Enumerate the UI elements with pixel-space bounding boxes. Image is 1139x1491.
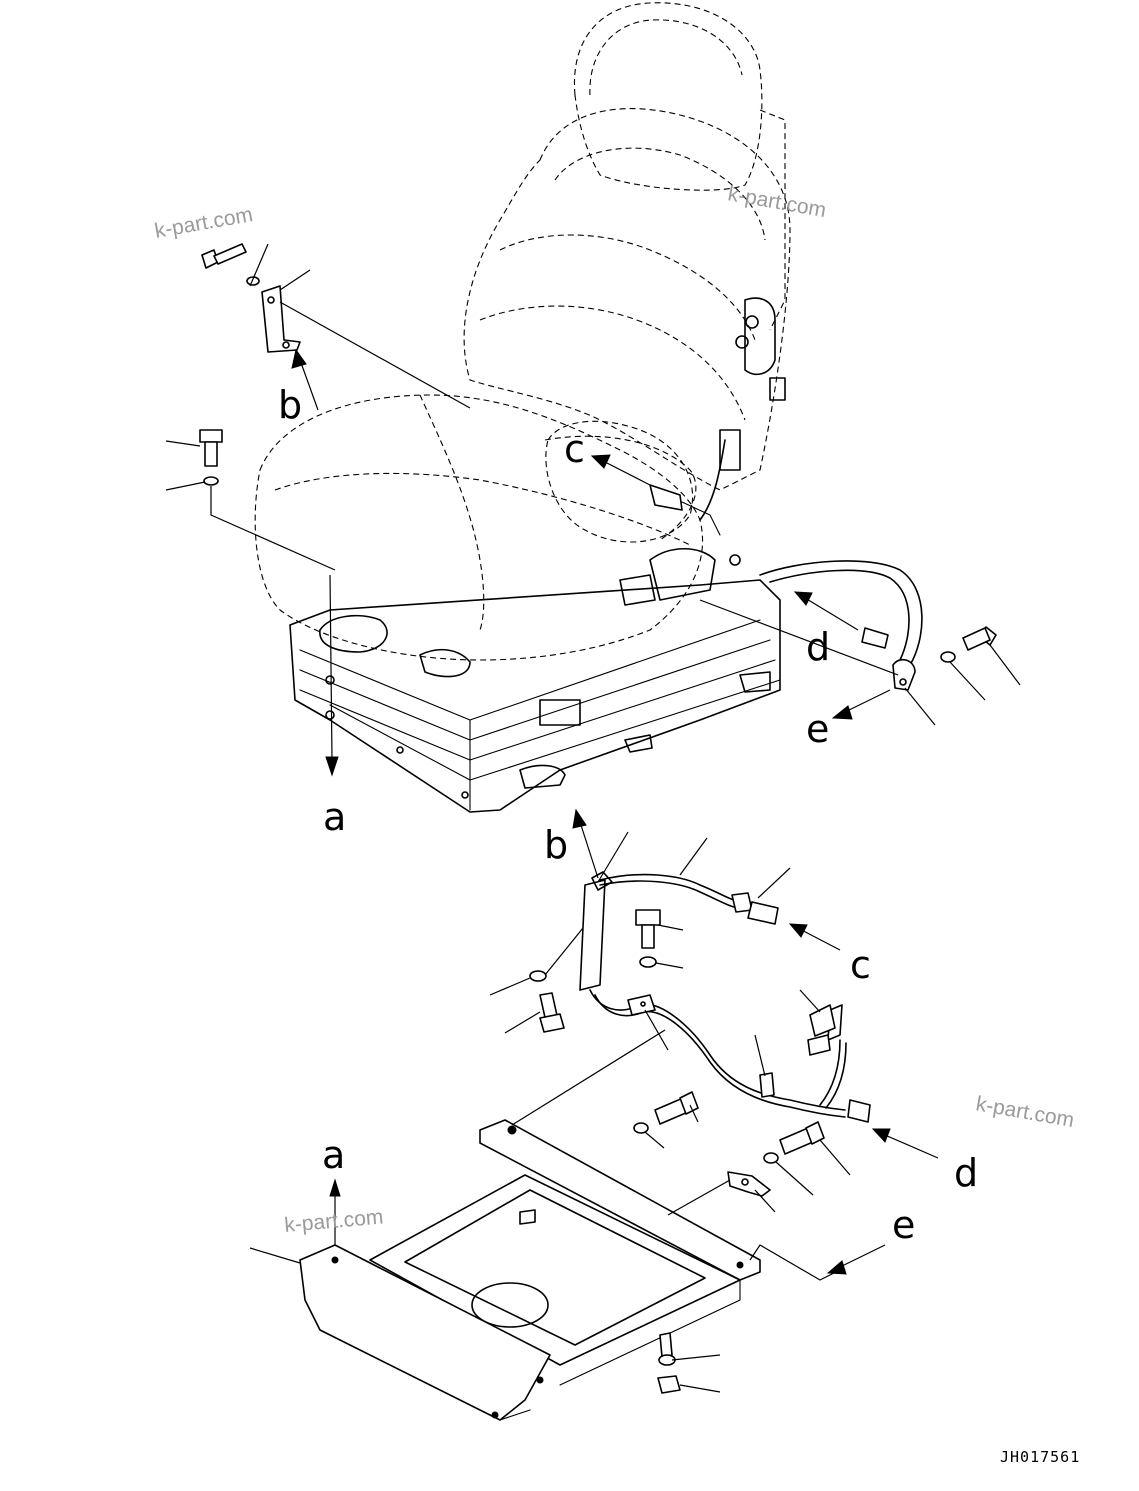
ref-letter-b-lower: b bbox=[544, 823, 568, 867]
seat-suspension bbox=[289, 548, 781, 813]
reference-arrows bbox=[291, 348, 939, 1275]
seat-harness-upper bbox=[649, 439, 923, 666]
watermark-3: k-part.com bbox=[974, 1092, 1076, 1132]
ref-letter-a-lower: a bbox=[322, 1133, 345, 1177]
watermark-4: k-part.com bbox=[283, 1205, 384, 1237]
ref-letter-d-lower: d bbox=[954, 1151, 978, 1195]
watermark-2: k-part.com bbox=[726, 182, 828, 222]
bolts-mid bbox=[529, 909, 661, 1033]
operator-seat bbox=[254, 2, 791, 661]
harness-lower bbox=[579, 871, 871, 1123]
leader-lines bbox=[165, 243, 1021, 1393]
bolt-upper-left bbox=[201, 243, 260, 286]
bolt-right-upper bbox=[892, 626, 997, 691]
bolt-left bbox=[199, 429, 223, 486]
watermark-1: k-part.com bbox=[153, 203, 255, 243]
mounting-plate bbox=[299, 1119, 761, 1421]
ref-letter-c-upper: c bbox=[564, 427, 585, 471]
ref-letter-d-upper: d bbox=[806, 625, 830, 669]
figure-id: JH017561 bbox=[1000, 1448, 1080, 1466]
ref-letter-c-lower: c bbox=[850, 943, 871, 987]
ref-letter-a-upper: a bbox=[323, 795, 346, 839]
ref-letter-e-upper: e bbox=[806, 707, 829, 751]
ref-letter-b-upper: b bbox=[278, 383, 302, 427]
bracket-upper bbox=[261, 285, 301, 353]
ref-letter-e-lower: e bbox=[892, 1203, 915, 1247]
bolts-lower bbox=[633, 1091, 825, 1197]
reference-letters: b c d e a b c d a e bbox=[278, 383, 978, 1247]
